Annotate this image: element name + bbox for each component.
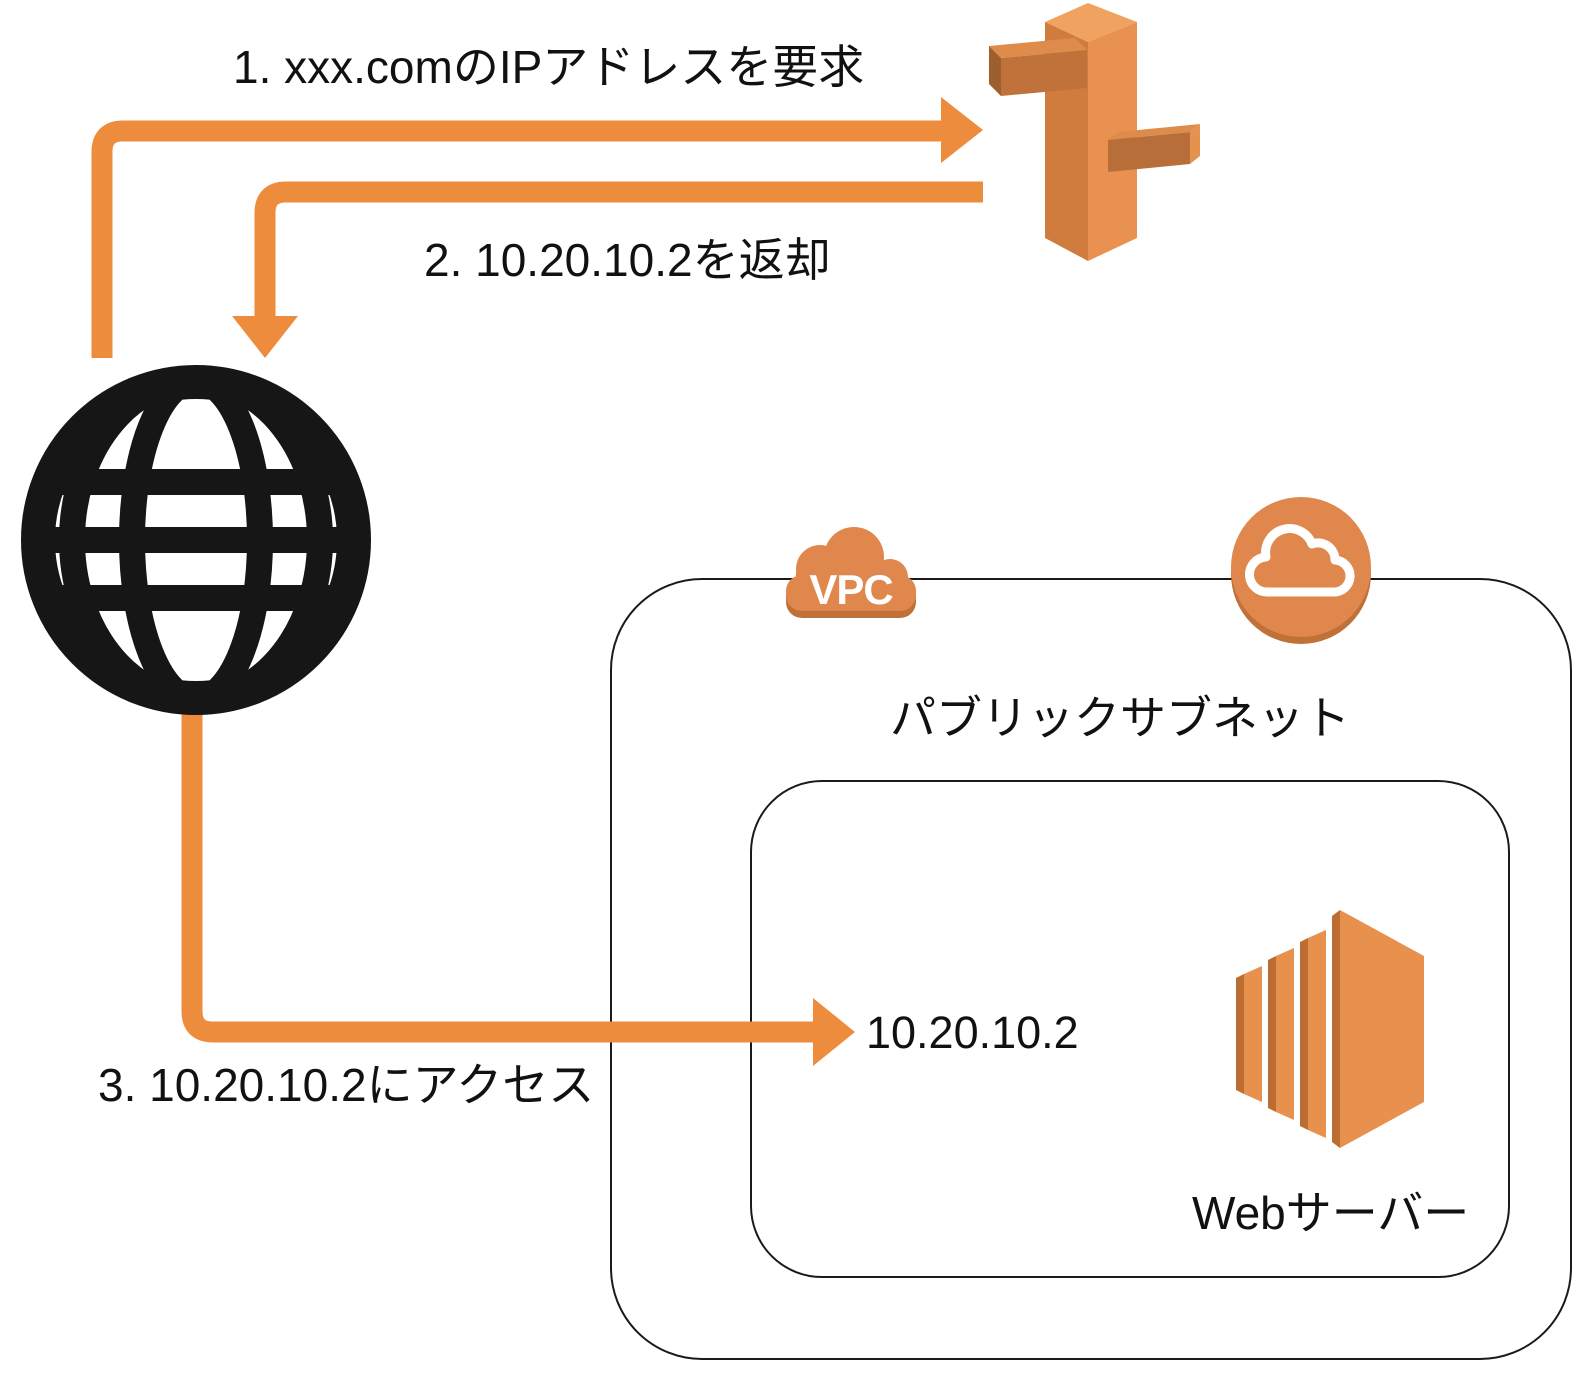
route53-dns-icon <box>989 3 1200 261</box>
igw-circle-face <box>1231 497 1371 637</box>
step1-label: 1. xxx.comのIPアドレスを要求 <box>233 41 865 93</box>
step2-label: 2. 10.20.10.2を返却 <box>424 234 831 286</box>
web-server-label: Webサーバー <box>1192 1187 1470 1239</box>
internet-gateway-icon <box>1231 497 1371 644</box>
public-subnet-label: パブリックサブネット <box>890 692 1350 744</box>
vpc-cloud-icon: VPC <box>786 527 916 618</box>
route53-left-beam <box>989 38 1087 96</box>
step3-label: 3. 10.20.10.2にアクセス <box>98 1059 595 1111</box>
ec2-main-slab <box>1332 910 1424 1148</box>
internet-globe-icon <box>21 365 371 715</box>
vpc-cloud-body <box>786 527 916 611</box>
ec2-instance-icon <box>1236 910 1424 1148</box>
arrow-step2-head <box>232 316 298 358</box>
server-ip-label: 10.20.10.2 <box>866 1007 1079 1058</box>
route53-pillar-top <box>1045 3 1137 42</box>
route53-right-beam <box>1108 124 1200 172</box>
vpc-badge-label: VPC <box>809 566 893 613</box>
arrow-step1-request <box>91 97 983 358</box>
igw-cloud-glyph <box>1245 524 1355 597</box>
ec2-slice-3 <box>1300 930 1326 1138</box>
ec2-slice-1 <box>1236 966 1262 1102</box>
ec2-slice-2 <box>1268 948 1294 1120</box>
